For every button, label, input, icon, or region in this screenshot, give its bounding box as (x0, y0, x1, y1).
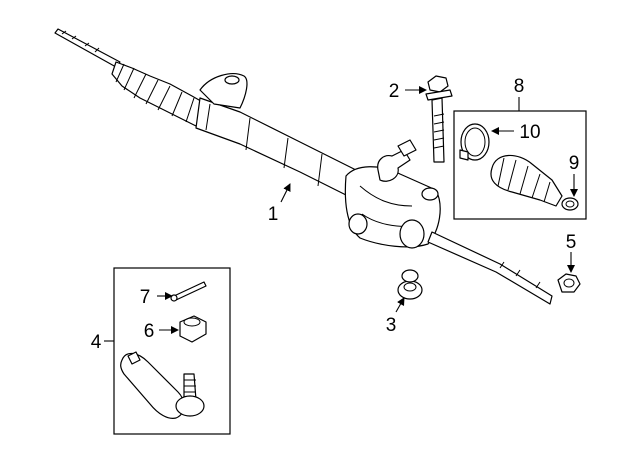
callout-8: 8 (514, 76, 525, 97)
callout-labels: 1 2 3 4 5 6 7 8 9 10 (91, 76, 580, 353)
cotter-pin (170, 281, 207, 302)
castle-nut (179, 315, 207, 343)
nut-part-3 (397, 269, 423, 300)
tie-rod-end (120, 351, 205, 419)
callout-6: 6 (144, 321, 155, 342)
left-boot (111, 61, 207, 127)
callout-4: 4 (91, 332, 102, 353)
callout-9: 9 (569, 153, 580, 174)
callout-7: 7 (140, 287, 151, 308)
leader-lines (104, 86, 578, 342)
callout-3: 3 (386, 315, 397, 336)
callout-2: 2 (389, 81, 400, 102)
bolt (425, 75, 453, 163)
nut-part-5 (557, 273, 581, 293)
small-clamp (561, 197, 579, 211)
boot-kit-box (453, 110, 587, 220)
leader-1 (280, 183, 291, 203)
callout-10: 10 (519, 122, 540, 143)
callout-5: 5 (566, 232, 577, 253)
clamp-ring (459, 123, 490, 161)
tie-rod-end-box (113, 267, 231, 435)
leader-3 (395, 297, 405, 313)
rack-boot (490, 154, 563, 207)
callout-1: 1 (268, 204, 279, 225)
tie-rod-end-group (113, 267, 231, 435)
steering-rack-assembly (54, 28, 553, 305)
boot-kit-group (453, 110, 587, 220)
